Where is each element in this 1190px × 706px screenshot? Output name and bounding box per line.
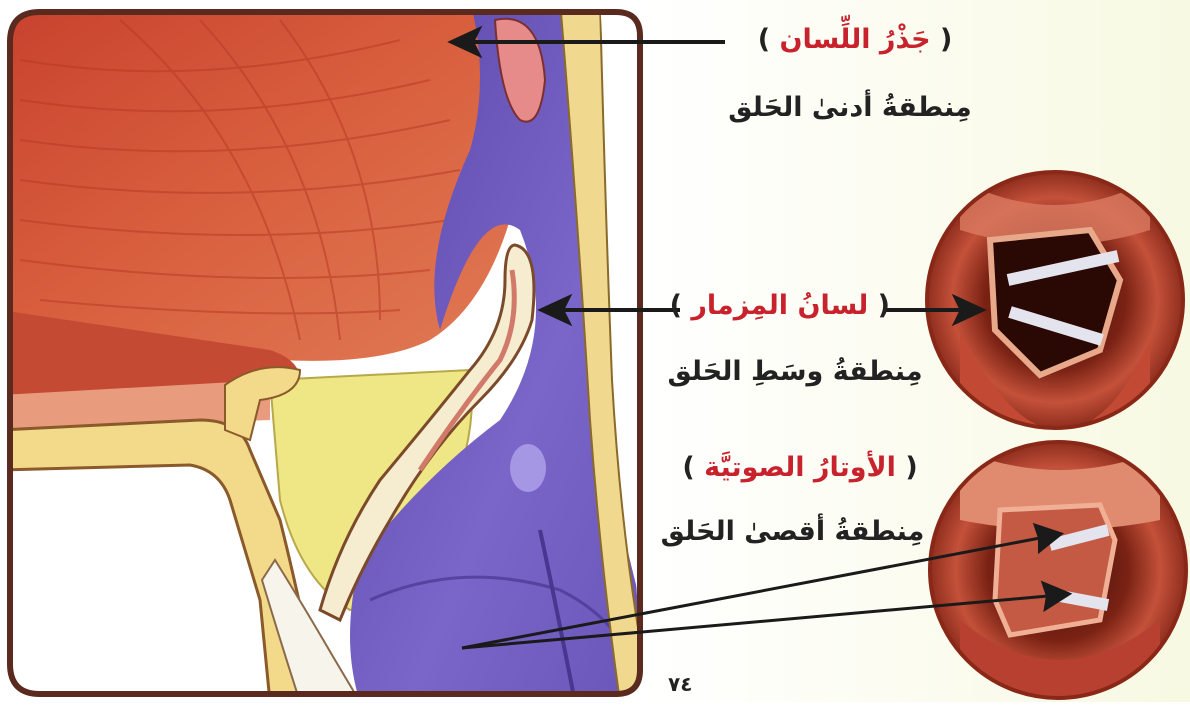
- label-middle-throat-zone: مِنطقةُ وسَطِ الحَلق: [665, 356, 925, 387]
- endoscope-view-vocal-cords: [930, 442, 1186, 702]
- label-vocal-cords: ( الأوتارُ الصوتيَّة ): [670, 452, 930, 483]
- anatomy-panel: [0, 0, 650, 702]
- label-epiglottis-term: لسانُ المِزمار: [691, 290, 868, 321]
- label-tongue-root-term: جَذْرُ اللِّسان: [779, 24, 930, 55]
- label-tongue-root: ( جَذْرُ اللِّسان ): [735, 24, 975, 55]
- label-far-throat-zone: مِنطقةُ أقصىٰ الحَلق: [655, 516, 930, 547]
- page-number: ٧٤: [668, 672, 692, 696]
- label-lower-throat-zone: مِنطقةُ أدنىٰ الحَلق: [705, 92, 995, 123]
- label-vocal-cords-term: الأوتارُ الصوتيَّة: [704, 452, 896, 483]
- label-epiglottis: ( لسانُ المِزمار ): [680, 290, 890, 321]
